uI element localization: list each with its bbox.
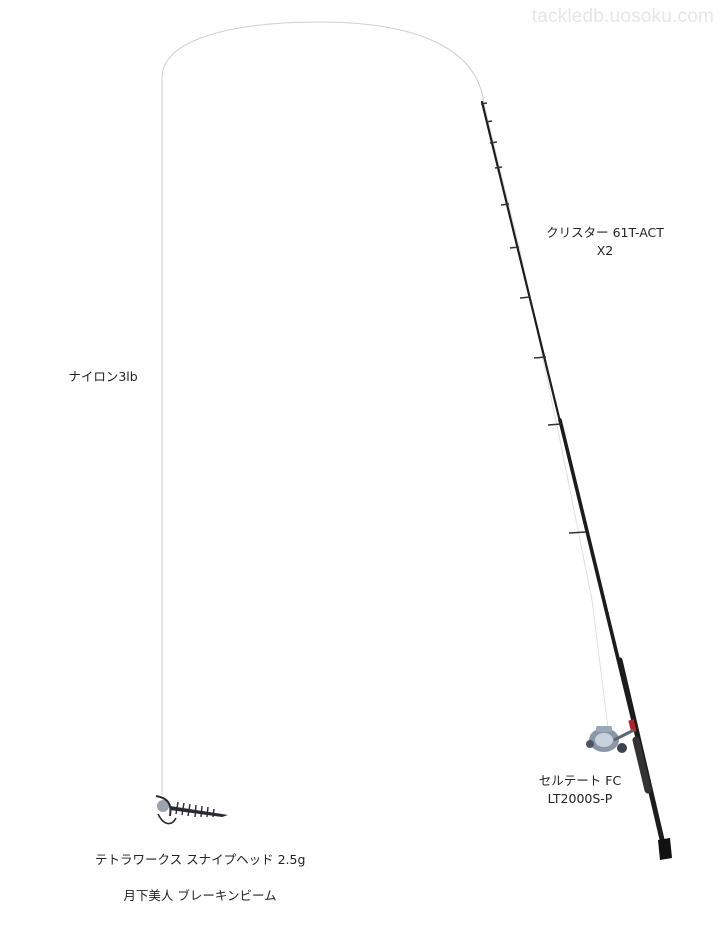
reel-label: セルテート FC LT2000S-P — [530, 772, 630, 808]
lure-icon — [155, 795, 228, 825]
rod-label: クリスター 61T-ACT X2 — [540, 224, 670, 260]
spinning-reel-icon — [586, 726, 635, 753]
line-label: ナイロン3lb — [68, 369, 138, 384]
fishing-rod — [480, 100, 672, 860]
rod-butt-icon — [658, 838, 672, 860]
rod-name-line1: クリスター 61T-ACT — [546, 225, 664, 240]
worm-label: 月下美人 ブレーキンビーム — [123, 888, 277, 903]
jighead-label: テトラワークス スナイプヘッド 2.5g — [95, 852, 306, 867]
rod-guides — [480, 102, 587, 534]
fishing-line — [161, 21, 485, 795]
watermark: tackledb.uosoku.com — [531, 6, 714, 27]
rod-name-line2: X2 — [596, 243, 614, 258]
reel-name-line2: LT2000S-P — [547, 791, 613, 806]
reel-name-line1: セルテート FC — [538, 773, 622, 788]
fishing-line-guides — [483, 103, 609, 729]
